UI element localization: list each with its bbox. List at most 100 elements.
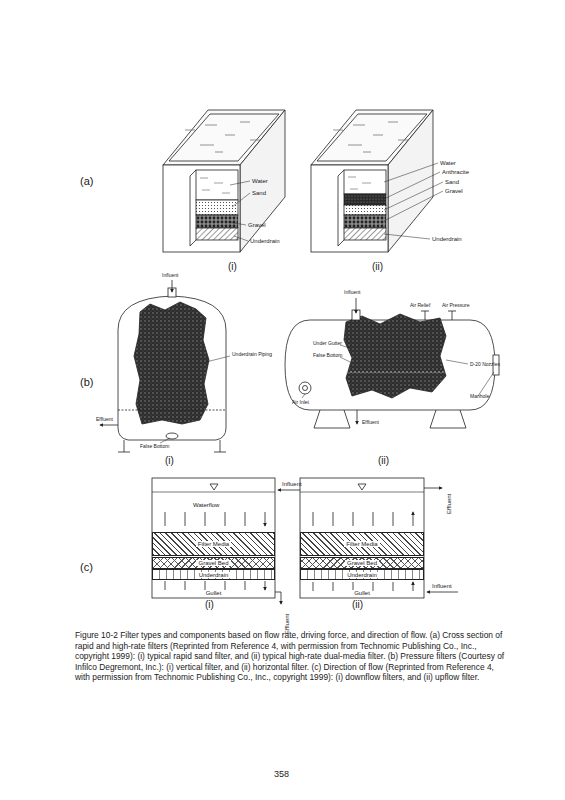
vertical-pressure-filter-part — [118, 410, 226, 411]
subpanel-label: (i) — [165, 456, 174, 466]
downflow-filter-part — [210, 484, 218, 490]
rapid-sand-filter — [163, 110, 285, 252]
vertical-pressure-filter-part — [100, 425, 118, 426]
flow-label: Influent — [432, 583, 452, 589]
dual-media-filter-part — [384, 163, 443, 239]
dual-media-filter-part — [344, 194, 386, 205]
horizontal-pressure-filter-part — [357, 410, 358, 424]
vertical-pressure-filter-part — [172, 280, 173, 292]
dual-media-filter-part — [338, 170, 344, 246]
dual-media-filter-part — [344, 215, 386, 228]
upflow-filter-part — [358, 484, 366, 490]
underdrain-band: Underdrain — [152, 569, 275, 580]
part-label: False Bottom — [313, 353, 342, 358]
subpanel-label: (ii) — [378, 456, 389, 466]
panel-letter: (c) — [80, 562, 93, 573]
upflow-filter-part — [300, 478, 424, 598]
gravel-bed-band: Gravel Bed — [152, 557, 275, 569]
gullet-band: Gullet — [300, 580, 424, 598]
rapid-sand-filter-part — [196, 200, 238, 215]
page-number: 358 — [274, 770, 289, 779]
subpanel-label: (ii) — [372, 262, 383, 272]
band-label: Gravel Bed — [345, 560, 379, 566]
layer-label: Anthracite — [442, 169, 469, 175]
rapid-sand-filter-part — [228, 181, 250, 241]
subpanel-label: (ii) — [352, 600, 363, 610]
layer-label: Gravel — [248, 222, 266, 228]
downflow-filter-part — [165, 581, 265, 590]
figure-caption: Figure 10-2 Filter types and components … — [75, 630, 507, 683]
band-label: Gravel Bed — [196, 560, 230, 566]
underdrain-band: Underdrain — [300, 569, 424, 580]
band-label: Filter Media — [344, 541, 379, 547]
part-label: Underdrain Piping — [232, 352, 272, 357]
flow-label: Effluent — [446, 494, 452, 514]
subpanel-label: (i) — [205, 600, 214, 610]
horizontal-pressure-filter-part — [303, 386, 308, 391]
upflow-filter-part — [313, 512, 413, 526]
part-label: False Bottom — [140, 444, 169, 449]
part-label: Manhole — [470, 394, 489, 399]
dual-media-filter — [311, 110, 443, 252]
downflow-filter-part — [278, 490, 300, 491]
upflow-filter-part — [424, 488, 442, 489]
dual-media-filter-part — [344, 228, 386, 240]
rapid-sand-filter-part — [196, 215, 238, 228]
horizontal-pressure-filter-part — [346, 372, 446, 373]
part-label: Under Gutter — [313, 341, 342, 346]
upflow-filter-part — [427, 592, 458, 593]
dual-media-filter-part — [344, 205, 386, 215]
upflow-filter — [300, 478, 458, 598]
dual-media-filter-part — [311, 165, 388, 252]
downflow-filter — [152, 478, 300, 604]
part-label: Air Relief — [410, 303, 430, 308]
rapid-sand-filter-part — [190, 170, 196, 246]
layer-label: Sand — [252, 190, 266, 196]
part-label: D-20 Nozzles — [470, 362, 500, 367]
vertical-pressure-filter-part — [118, 440, 226, 452]
layer-label: Water — [252, 178, 268, 184]
panel-letter: (b) — [80, 377, 93, 388]
horizontal-pressure-filter — [285, 298, 499, 428]
gullet-band: Gullet — [152, 580, 275, 598]
part-label: Influent — [344, 290, 360, 295]
horizontal-pressure-filter-part — [344, 314, 446, 398]
part-label: Air Pressure — [442, 303, 470, 308]
flow-label: Influent — [282, 481, 302, 487]
panel-letter: (a) — [80, 176, 93, 187]
layer-label: Water — [440, 160, 456, 166]
rapid-sand-filter-part — [163, 165, 240, 252]
vertical-pressure-filter — [100, 280, 230, 452]
part-label: Influent — [162, 273, 178, 278]
band-label: Underdrain — [345, 572, 379, 578]
horizontal-pressure-filter-part — [314, 410, 466, 428]
vertical-pressure-filter-part — [166, 433, 178, 439]
rapid-sand-filter-part — [196, 170, 238, 200]
part-label: Air Inlet — [292, 400, 309, 405]
rapid-sand-filter-part — [200, 178, 230, 193]
layer-label: Sand — [445, 179, 459, 185]
part-label: Effluent — [362, 420, 379, 425]
downflow-filter-part — [152, 492, 275, 493]
dual-media-filter-part — [388, 110, 433, 252]
vertical-pressure-filter-part — [118, 296, 226, 440]
band-label: Filter Media — [196, 541, 231, 547]
subpanel-label: (i) — [228, 262, 237, 272]
horizontal-pressure-filter-part — [356, 298, 357, 313]
horizontal-pressure-filter-part — [299, 382, 311, 394]
rapid-sand-filter-part — [196, 228, 238, 240]
layer-label: Gravel — [445, 188, 463, 194]
rapid-sand-filter-part — [240, 110, 285, 252]
layer-label: Underdrain — [250, 238, 280, 244]
flow-label: Waterflow — [193, 502, 219, 508]
part-label: Effluent — [96, 417, 113, 422]
dual-media-filter-part — [333, 122, 408, 152]
dual-media-filter-part — [348, 177, 371, 189]
horizontal-pressure-filter-part — [421, 311, 456, 320]
band-label: Gullet — [352, 590, 372, 596]
horizontal-pressure-filter-part — [302, 345, 494, 398]
gravel-bed-band: Gravel Bed — [300, 557, 424, 569]
upflow-filter-part — [300, 492, 424, 493]
